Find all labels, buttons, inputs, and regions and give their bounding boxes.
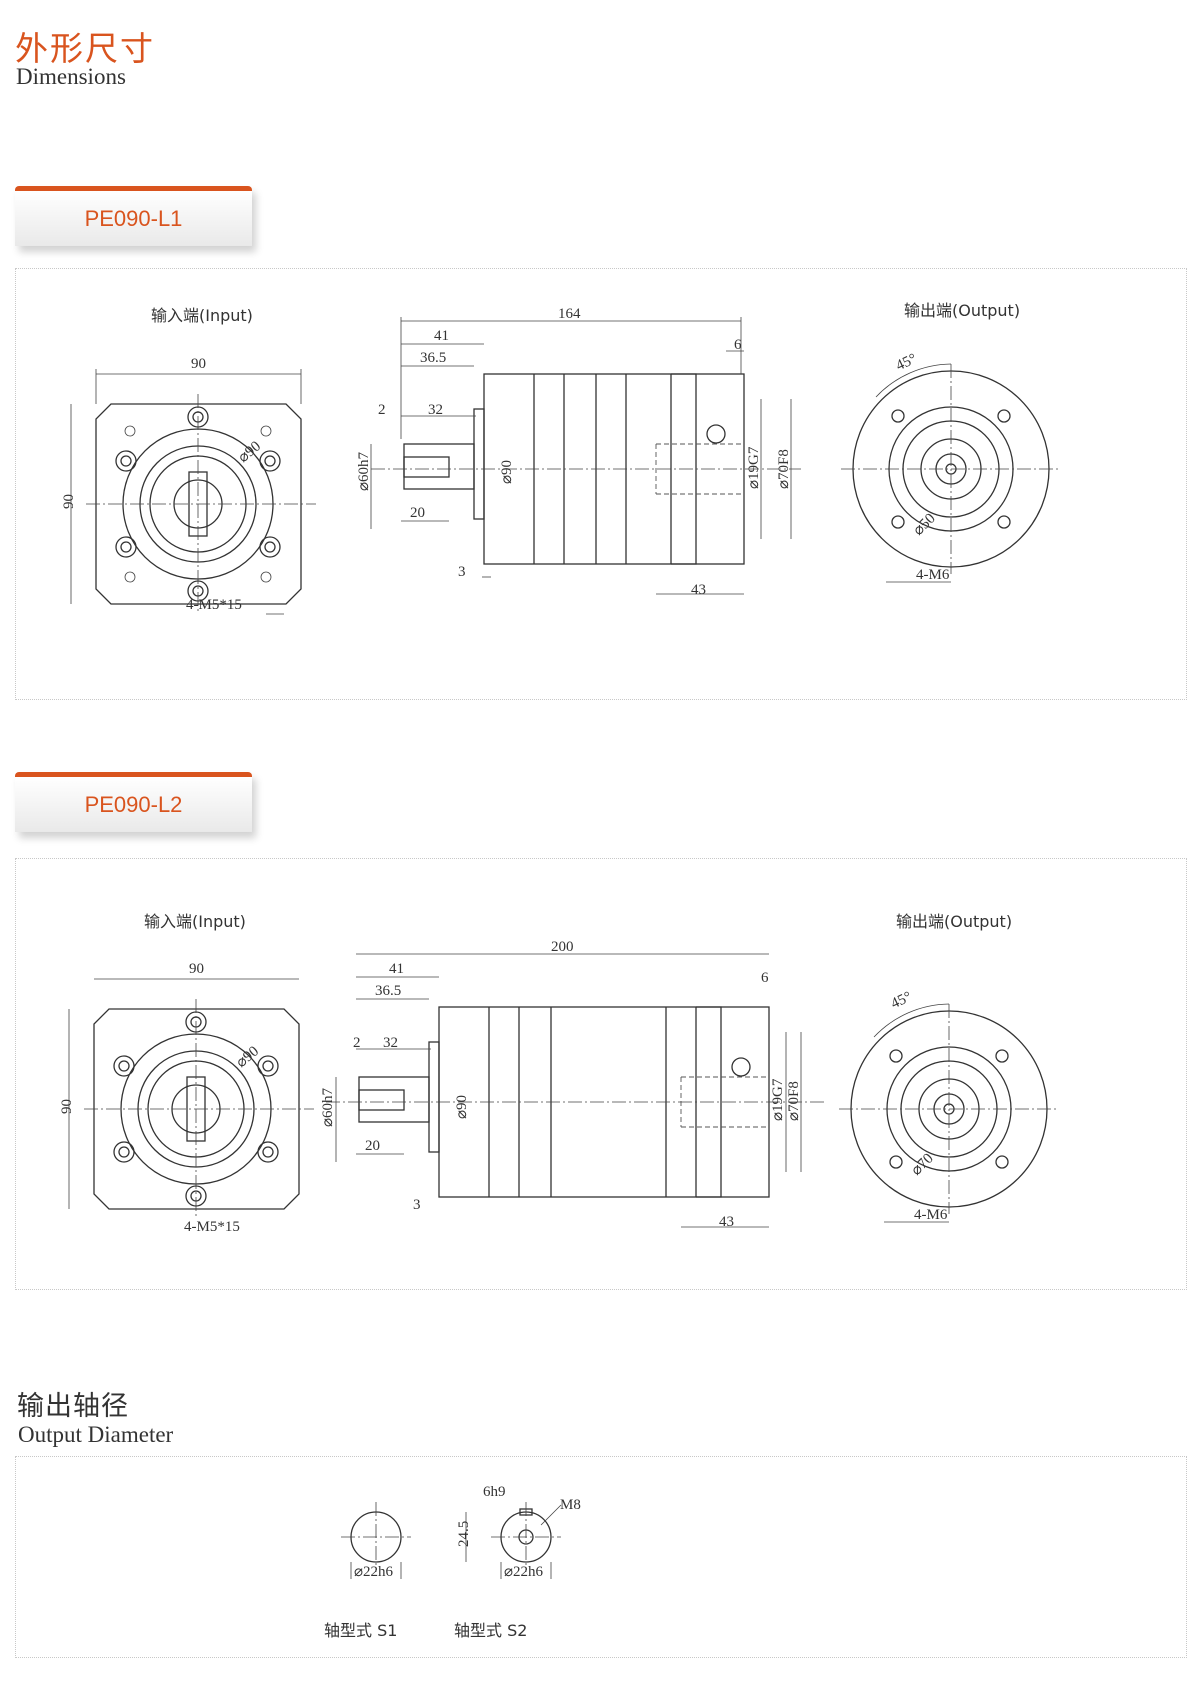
dim-36-5: 36.5 xyxy=(375,983,401,999)
dim-total-length: 200 xyxy=(551,939,574,955)
dim-pcd-output: ⌀70 xyxy=(908,1151,936,1179)
dim-43: 43 xyxy=(691,582,706,598)
drawing-panel-l1: 输入端(Input) 90 90 ⌀90 4-M5*15 xyxy=(15,268,1187,700)
dim-3: 3 xyxy=(413,1197,421,1213)
dim-43: 43 xyxy=(719,1214,734,1230)
dim-2: 2 xyxy=(353,1035,361,1051)
page-title-en: Dimensions xyxy=(16,64,126,89)
dim-32: 32 xyxy=(428,402,443,418)
dim-body-dia: ⌀90 xyxy=(454,1095,470,1119)
dim-spigot: ⌀70F8 xyxy=(786,1081,802,1121)
output-section-title-cn: 输出轴径 xyxy=(17,1391,129,1422)
output-label: 输出端(Output) xyxy=(904,301,1020,320)
dim-20: 20 xyxy=(410,505,425,521)
s2-key: 6h9 xyxy=(483,1484,506,1500)
dim-shaft-dia: ⌀60h7 xyxy=(356,451,372,491)
s2-dia: ⌀22h6 xyxy=(504,1564,544,1580)
dim-pcd-output: ⌀50 xyxy=(910,511,938,539)
dim-36-5: 36.5 xyxy=(420,350,446,366)
s1-label: 轴型式 S1 xyxy=(324,1621,397,1640)
shaft-s2-view xyxy=(465,1502,562,1579)
dim-41: 41 xyxy=(434,328,449,344)
model-tab-l2[interactable]: PE090-L2 xyxy=(15,772,252,832)
input-flange-view xyxy=(70,369,316,615)
shaft-s1-view xyxy=(341,1502,411,1579)
dim-41: 41 xyxy=(389,961,404,977)
drawing-panel-l2: 输入端(Input) 90 90 ⌀90 4-M5*15 xyxy=(15,858,1187,1290)
output-section-title-en: Output Diameter xyxy=(18,1422,174,1447)
drawing-l1: 输入端(Input) 90 90 ⌀90 4-M5*15 xyxy=(61,301,1061,615)
dim-bore: ⌀19G7 xyxy=(770,1078,786,1121)
input-label: 输入端(Input) xyxy=(144,912,246,931)
dim-32: 32 xyxy=(383,1035,398,1051)
dim-flange-h: 90 xyxy=(59,1099,75,1114)
dim-3: 3 xyxy=(458,564,466,580)
output-shaft-drawing: ⌀22h6 轴型式 S1 6h9 M8 24.5 ⌀22h6 轴型式 S2 xyxy=(324,1484,581,1640)
page-title-cn: 外形尺寸 xyxy=(15,29,155,68)
s2-thread: M8 xyxy=(560,1497,581,1513)
output-label: 输出端(Output) xyxy=(896,912,1012,931)
output-flange-view xyxy=(839,1003,1059,1223)
dim-input-holes: 4-M5*15 xyxy=(186,597,242,613)
s2-height: 24.5 xyxy=(456,1521,472,1547)
dim-output-holes: 4-M6 xyxy=(914,1207,948,1223)
dim-output-holes: 4-M6 xyxy=(916,567,950,583)
dim-flange-w: 90 xyxy=(189,961,204,977)
dim-spigot: ⌀70F8 xyxy=(776,449,792,489)
output-shaft-panel: ⌀22h6 轴型式 S1 6h9 M8 24.5 ⌀22h6 轴型式 S2 xyxy=(15,1456,1187,1658)
output-flange-view xyxy=(841,363,1061,583)
input-flange-view xyxy=(68,978,314,1219)
s2-label: 轴型式 S2 xyxy=(454,1621,527,1640)
dim-6: 6 xyxy=(761,970,769,986)
s1-dia: ⌀22h6 xyxy=(354,1564,394,1580)
dim-flange-w: 90 xyxy=(191,356,206,372)
dim-2: 2 xyxy=(378,402,386,418)
dim-bore: ⌀19G7 xyxy=(746,446,762,489)
side-view xyxy=(370,317,801,595)
dim-total-length: 164 xyxy=(558,306,581,322)
dim-flange-h: 90 xyxy=(61,494,77,509)
dim-input-holes: 4-M5*15 xyxy=(184,1219,240,1235)
dim-6: 6 xyxy=(734,337,742,353)
dim-20: 20 xyxy=(365,1138,380,1154)
side-view xyxy=(326,953,826,1228)
dim-body-dia: ⌀90 xyxy=(499,460,515,484)
model-tab-l1[interactable]: PE090-L1 xyxy=(15,186,252,246)
drawing-l2: 输入端(Input) 90 90 ⌀90 4-M5*15 xyxy=(59,912,1059,1235)
dim-angle: 45° xyxy=(889,989,915,1012)
dim-shaft-dia: ⌀60h7 xyxy=(320,1087,336,1127)
input-label: 输入端(Input) xyxy=(151,306,253,325)
